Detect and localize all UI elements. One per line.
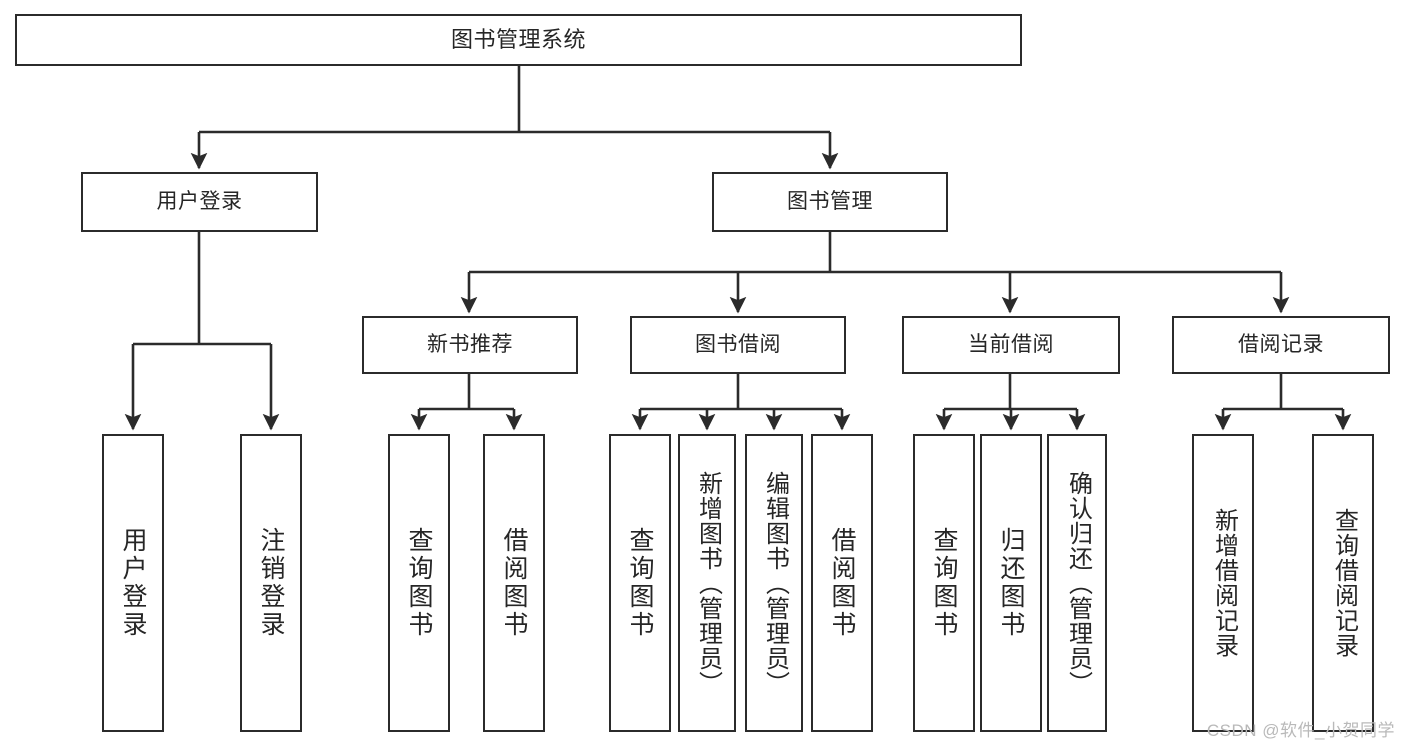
leaf-record-query-record[interactable]: 查询借阅记录 — [1312, 434, 1374, 732]
node-label: 编辑图书（管理员） — [761, 470, 789, 696]
leaf-current-query-book[interactable]: 查询图书 — [913, 434, 975, 732]
node-label: 用户登录 — [156, 189, 243, 213]
node-label: 借阅图书 — [500, 527, 528, 639]
leaf-borrow-borrow-book[interactable]: 借阅图书 — [811, 434, 873, 732]
node-root-book-management-system[interactable]: 图书管理系统 — [15, 14, 1022, 66]
node-label: 注销登录 — [257, 527, 285, 639]
node-label: 用户登录 — [119, 527, 147, 639]
leaf-borrow-add-book-admin[interactable]: 新增图书（管理员） — [678, 434, 736, 732]
node-book-management[interactable]: 图书管理 — [712, 172, 948, 232]
node-label: 借阅图书 — [828, 527, 856, 639]
node-label: 查询图书 — [626, 527, 654, 639]
node-label: 借阅记录 — [1238, 332, 1324, 356]
node-label: 查询图书 — [405, 527, 433, 639]
node-label: 图书管理 — [787, 189, 873, 213]
leaf-current-confirm-return-admin[interactable]: 确认归还（管理员） — [1047, 434, 1107, 732]
node-label: 图书借阅 — [695, 332, 781, 356]
leaf-borrow-edit-book-admin[interactable]: 编辑图书（管理员） — [745, 434, 803, 732]
node-label: 查询借阅记录 — [1330, 508, 1358, 658]
node-current-borrowing[interactable]: 当前借阅 — [902, 316, 1120, 374]
node-user-login[interactable]: 用户登录 — [81, 172, 318, 232]
node-borrowing-record[interactable]: 借阅记录 — [1172, 316, 1390, 374]
node-label: 新增借阅记录 — [1210, 508, 1238, 658]
node-label: 图书管理系统 — [450, 27, 586, 53]
watermark: CSDN @软件_小贺同学 — [1206, 721, 1395, 740]
leaf-user-login[interactable]: 用户登录 — [102, 434, 164, 732]
node-new-book-recommendation[interactable]: 新书推荐 — [362, 316, 578, 374]
leaf-user-logout[interactable]: 注销登录 — [240, 434, 302, 732]
node-label: 新增图书（管理员） — [694, 470, 722, 696]
node-label: 归还图书 — [997, 527, 1025, 639]
node-book-borrowing[interactable]: 图书借阅 — [630, 316, 846, 374]
leaf-current-return-book[interactable]: 归还图书 — [980, 434, 1042, 732]
node-label: 当前借阅 — [968, 332, 1054, 356]
node-label: 确认归还（管理员） — [1064, 470, 1092, 696]
leaf-new-book-query[interactable]: 查询图书 — [388, 434, 450, 732]
leaf-borrow-query-book[interactable]: 查询图书 — [609, 434, 671, 732]
leaf-record-add-record[interactable]: 新增借阅记录 — [1192, 434, 1254, 732]
leaf-new-book-borrow[interactable]: 借阅图书 — [483, 434, 545, 732]
node-label: 查询图书 — [930, 527, 958, 639]
node-label: 新书推荐 — [427, 332, 513, 356]
